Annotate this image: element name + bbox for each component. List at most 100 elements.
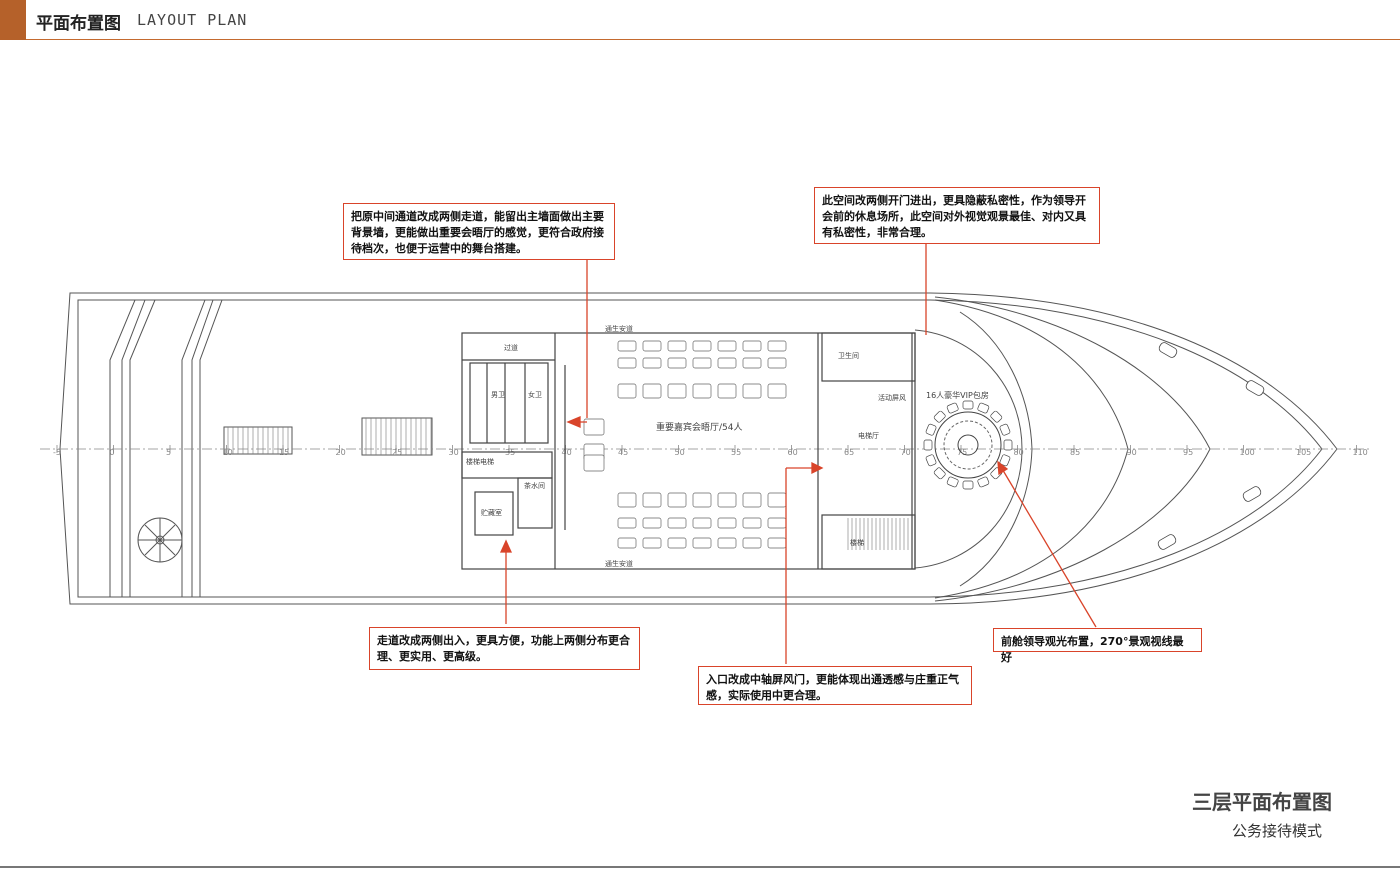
bottom-right-core bbox=[821, 514, 916, 570]
hall-seat bbox=[767, 340, 787, 352]
cabin-wall bbox=[461, 332, 916, 570]
page-title: 平面布置图 bbox=[36, 14, 121, 34]
hall-seat bbox=[617, 492, 637, 508]
axis-tick-label: 40 bbox=[562, 448, 572, 457]
hall-seat bbox=[767, 537, 787, 549]
note-side-walkways: 走道改成两侧出入，更具方便，功能上两侧分布更合理、更实用、更高级。 bbox=[369, 627, 640, 670]
note-lounge: 此空间改两侧开门进出，更具隐蔽私密性，作为领导开会前的休息场所，此空间对外视觉观… bbox=[814, 187, 1100, 244]
hall-seat bbox=[667, 537, 687, 549]
water-room bbox=[517, 477, 553, 529]
axis-tick-label: 90 bbox=[1127, 448, 1137, 457]
hall-seat bbox=[642, 340, 662, 352]
label-corridor: 过道 bbox=[504, 343, 518, 352]
vip-chair bbox=[1003, 439, 1013, 451]
label-bottom-stair: 楼梯 bbox=[850, 538, 864, 547]
axis-tick-label: 25 bbox=[392, 448, 402, 457]
page-header: 平面布置图 LAYOUT PLAN bbox=[0, 0, 1400, 40]
vip-chair bbox=[946, 476, 959, 488]
vip-chair bbox=[999, 423, 1011, 436]
axis-tick-label: 10 bbox=[223, 448, 233, 457]
hall-seat bbox=[742, 383, 762, 399]
hall-seat bbox=[617, 340, 637, 352]
drawing-subtitle: 公务接待模式 bbox=[1232, 822, 1323, 840]
axis-tick-label: -5 bbox=[53, 448, 61, 457]
vip-chair bbox=[977, 402, 990, 414]
axis-tick-label: 50 bbox=[675, 448, 685, 457]
bow-curve-3 bbox=[959, 311, 1033, 450]
hall-seat bbox=[717, 492, 737, 508]
hall-seat bbox=[617, 537, 637, 549]
axis-tick-label: 65 bbox=[844, 448, 854, 457]
axis-tick-label: 80 bbox=[1014, 448, 1024, 457]
label-vip: 16人豪华VIP包房 bbox=[926, 390, 989, 400]
hall-seat bbox=[583, 418, 605, 436]
hall-seat bbox=[767, 492, 787, 508]
deck-lounge-chair bbox=[1242, 486, 1262, 502]
hall-seat bbox=[642, 492, 662, 508]
vip-chair bbox=[977, 476, 990, 488]
label-side-top: 通生安道 bbox=[605, 324, 633, 333]
label-toilet-1: 男卫 bbox=[491, 391, 505, 399]
vip-chair bbox=[923, 439, 933, 451]
axis-tick-label: 45 bbox=[618, 448, 628, 457]
hall-seat bbox=[742, 492, 762, 508]
axis-tick-label: 95 bbox=[1183, 448, 1193, 457]
hall-seat bbox=[742, 357, 762, 369]
vip-chair bbox=[990, 410, 1003, 423]
note-main-corridor: 把原中间通道改成两侧走道，能留出主墙面做出主要背景墙，更能做出重要会晤厅的感觉，… bbox=[343, 203, 615, 260]
hall-seat bbox=[692, 492, 712, 508]
hall-seat bbox=[742, 537, 762, 549]
hall-seat bbox=[692, 537, 712, 549]
stern-panel-4 bbox=[191, 299, 214, 597]
hall-seat bbox=[642, 517, 662, 529]
vip-chair bbox=[925, 423, 937, 436]
deck-lounge-chair bbox=[1158, 342, 1178, 358]
vip-round-table bbox=[934, 411, 1002, 479]
label-storage: 贮藏室 bbox=[481, 508, 502, 517]
hall-seat bbox=[717, 517, 737, 529]
label-water-room: 茶水间 bbox=[524, 481, 545, 490]
top-right-core bbox=[821, 332, 916, 382]
hall-seat bbox=[717, 383, 737, 399]
header-rule bbox=[26, 39, 1400, 40]
axis-tick-label: 105 bbox=[1296, 448, 1311, 457]
hall-seat bbox=[667, 340, 687, 352]
toilet-block bbox=[469, 362, 549, 444]
vip-chair bbox=[946, 402, 959, 414]
vip-chair bbox=[999, 454, 1011, 467]
hall-seat bbox=[617, 517, 637, 529]
hall-seat bbox=[717, 537, 737, 549]
label-elevator-hall: 电梯厅 bbox=[858, 431, 879, 440]
axis-tick-label: 20 bbox=[336, 448, 346, 457]
vip-chair bbox=[962, 480, 974, 490]
label-side-bottom: 通生安道 bbox=[605, 559, 633, 568]
label-top-wc: 卫生间 bbox=[838, 351, 859, 360]
axis-tick-label: 100 bbox=[1240, 448, 1255, 457]
hall-seat bbox=[667, 492, 687, 508]
axis-tick-label: 55 bbox=[731, 448, 741, 457]
stair-left-2 bbox=[361, 417, 433, 456]
vip-chair bbox=[962, 400, 974, 410]
axis-tick-label: 0 bbox=[110, 448, 115, 457]
vip-chair bbox=[933, 410, 946, 423]
stern-panel-2 bbox=[181, 299, 223, 597]
hall-seat bbox=[667, 383, 687, 399]
deck-lounge-chair bbox=[1157, 534, 1177, 550]
note-bow: 前舱领导观光布置，270°景观视线最好 bbox=[993, 628, 1202, 664]
deck-lounge-chair bbox=[1245, 380, 1265, 396]
hall-seat bbox=[583, 454, 605, 472]
hall-seat bbox=[667, 517, 687, 529]
hall-seat bbox=[767, 517, 787, 529]
hall-seat bbox=[692, 383, 712, 399]
hall-seat bbox=[692, 340, 712, 352]
bottom-rule bbox=[0, 866, 1400, 868]
axis-tick-label: 15 bbox=[279, 448, 289, 457]
label-stair-elevator: 楼梯电梯 bbox=[466, 457, 494, 466]
label-hall: 重要嘉宾会晤厅/54人 bbox=[656, 421, 743, 433]
vip-chair bbox=[925, 454, 937, 467]
hall-seat bbox=[617, 357, 637, 369]
leader-bow bbox=[1000, 466, 1097, 628]
hall-seat bbox=[742, 517, 762, 529]
